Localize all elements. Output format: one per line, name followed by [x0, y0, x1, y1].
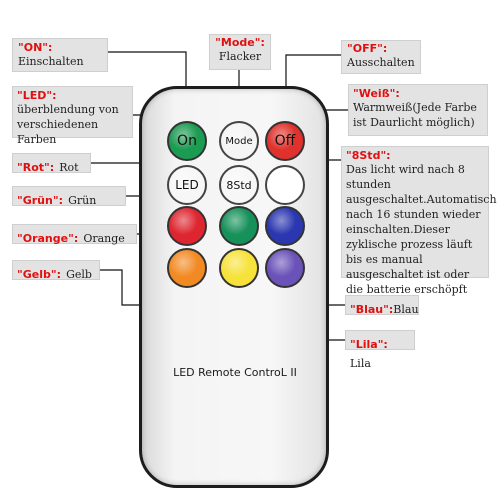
label-weiss: "Weiß": Warmweiß(Jede Farbe ist Daurlich…: [348, 84, 488, 136]
weiss-button[interactable]: [265, 165, 305, 205]
label-blau: "Blau":Blau: [345, 295, 419, 316]
label-gruen: "Grün": Grün: [12, 186, 126, 207]
rot-button[interactable]: [167, 206, 207, 246]
blau-button[interactable]: [265, 206, 305, 246]
gruen-button[interactable]: [219, 206, 259, 246]
mode-button[interactable]: Mode: [219, 121, 259, 161]
gelb-button[interactable]: [219, 248, 259, 288]
label-on: "ON": Einschalten: [12, 38, 108, 72]
led-button[interactable]: LED: [167, 165, 207, 205]
orange-button[interactable]: [167, 248, 207, 288]
label-lila: "Lila": Lila: [345, 330, 415, 370]
label-8std: "8Std": Das licht wird nach 8 stunden au…: [341, 146, 497, 311]
label-rot: "Rot": Rot: [12, 153, 91, 174]
8std-button[interactable]: 8Std: [219, 165, 259, 205]
off-button[interactable]: Off: [265, 121, 305, 161]
label-off: "OFF": Ausschalten: [341, 40, 421, 74]
remote-label: LED Remote ControL II: [173, 366, 297, 379]
on-button[interactable]: On: [167, 121, 207, 161]
label-orange: "Orange": Orange: [12, 224, 137, 245]
label-gelb: "Gelb": Gelb: [12, 260, 100, 281]
lila-button[interactable]: [265, 248, 305, 288]
label-mode: "Mode": Flacker: [209, 34, 271, 70]
label-led: "LED": überblendung von verschiedenen Fa…: [12, 86, 133, 146]
